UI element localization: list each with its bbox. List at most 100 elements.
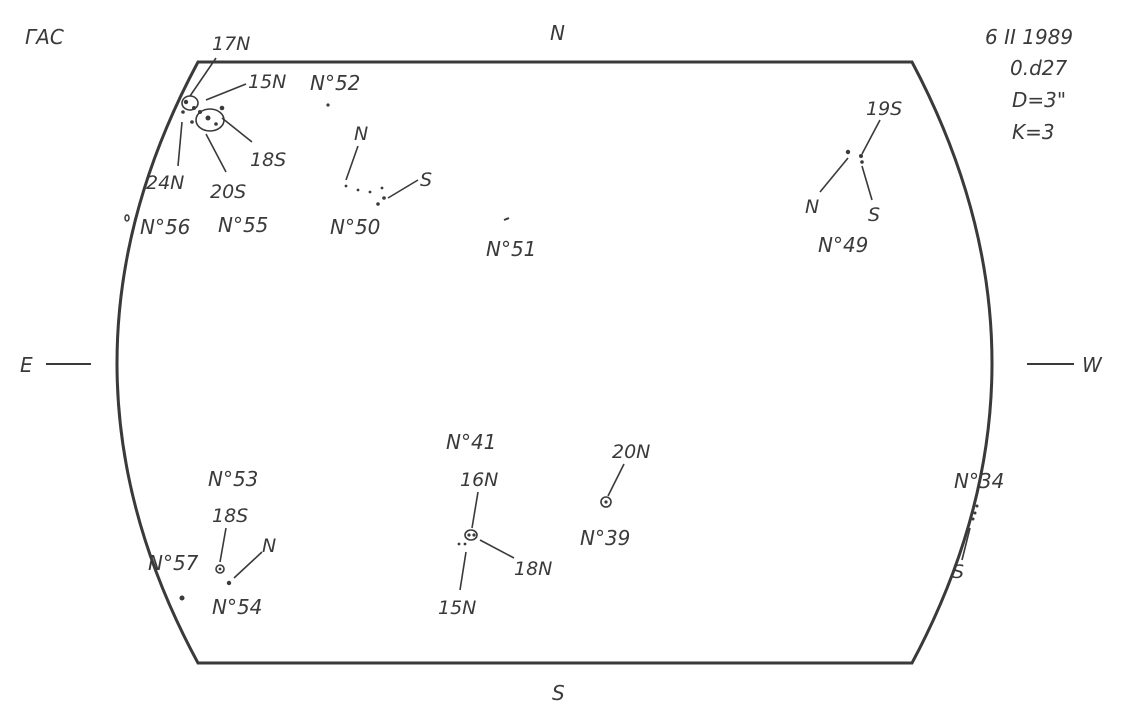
group-57-label: N°57 bbox=[148, 551, 199, 575]
spot bbox=[214, 122, 218, 126]
label-50s: S bbox=[420, 169, 432, 191]
diameter-label: D=3" bbox=[1012, 88, 1066, 112]
spot-39-core bbox=[604, 500, 608, 504]
leader-18s-top bbox=[221, 117, 253, 143]
spot bbox=[975, 504, 979, 508]
west-label: W bbox=[1082, 353, 1103, 377]
spot-53-core bbox=[218, 567, 222, 571]
group-41-label: N°41 bbox=[446, 430, 496, 454]
group-39-marks bbox=[600, 463, 625, 508]
spot-57 bbox=[179, 595, 185, 601]
group-50-dots bbox=[344, 184, 386, 206]
spot bbox=[376, 202, 380, 206]
south-label: S bbox=[552, 681, 565, 705]
spot-51 bbox=[503, 217, 510, 221]
spot bbox=[356, 188, 360, 192]
cluster-top-left bbox=[177, 57, 253, 173]
label-20s: 20S bbox=[210, 181, 246, 203]
spot bbox=[973, 511, 977, 515]
leader-49s bbox=[861, 165, 873, 201]
spot bbox=[845, 149, 851, 155]
leader-50s bbox=[387, 179, 419, 199]
group-52-label: N°52 bbox=[310, 71, 360, 95]
label-18s-top: 18S bbox=[250, 149, 286, 171]
spot bbox=[192, 106, 196, 110]
label-16n: 16N bbox=[460, 469, 498, 491]
leader-19s bbox=[861, 119, 881, 155]
leader-49n bbox=[819, 157, 849, 193]
group-55-label: N°55 bbox=[218, 213, 268, 237]
label-18n: 18N bbox=[514, 558, 552, 580]
spot-53-ring bbox=[215, 564, 225, 574]
spot bbox=[467, 533, 471, 537]
label-17n: 17N bbox=[212, 33, 250, 55]
leader-20s bbox=[205, 133, 227, 173]
leader-18s-low bbox=[219, 527, 227, 563]
label-18s-low: 18S bbox=[212, 505, 248, 527]
spot bbox=[457, 542, 461, 546]
group-56-label: N°56 bbox=[140, 215, 190, 239]
group-54-label: N°54 bbox=[212, 595, 262, 619]
group-41-dots bbox=[457, 533, 476, 546]
date-label: 6 II 1989 bbox=[985, 25, 1073, 49]
spot bbox=[971, 517, 975, 521]
spot-52 bbox=[326, 103, 330, 107]
east-label: E bbox=[20, 353, 33, 377]
group-53-label: N°53 bbox=[208, 467, 258, 491]
group-39-label: N°39 bbox=[580, 526, 630, 550]
leader-50n bbox=[345, 145, 359, 181]
north-label: N bbox=[550, 21, 565, 45]
group-41-marks bbox=[459, 491, 515, 591]
leader-16n bbox=[471, 491, 479, 529]
label-54n: N bbox=[262, 535, 276, 557]
group-49-marks bbox=[819, 119, 881, 201]
spot bbox=[183, 99, 189, 105]
spot-39-ring bbox=[600, 496, 612, 508]
spot bbox=[219, 105, 225, 111]
cluster-top-left-dots bbox=[181, 99, 225, 126]
leader-20n bbox=[607, 463, 625, 497]
group-34-label: N°34 bbox=[954, 469, 1004, 493]
spot bbox=[190, 120, 194, 124]
leader-15n-low bbox=[459, 551, 467, 591]
spot-54 bbox=[226, 580, 232, 586]
leader-18n bbox=[479, 539, 515, 559]
time-label: 0.d27 bbox=[1010, 56, 1068, 80]
spot bbox=[198, 110, 202, 114]
spot bbox=[181, 110, 185, 114]
label-19s: 19S bbox=[866, 98, 902, 120]
spot bbox=[205, 115, 211, 121]
label-49n: N bbox=[805, 196, 819, 218]
label-49s: S bbox=[868, 204, 880, 226]
leader-24n bbox=[177, 121, 183, 167]
label-24n: 24N bbox=[146, 172, 184, 194]
spot bbox=[344, 184, 348, 188]
spot bbox=[382, 196, 386, 200]
spot bbox=[380, 186, 384, 190]
group-50-label: N°50 bbox=[330, 215, 380, 239]
label-15n-low: 15N bbox=[438, 597, 476, 619]
spot bbox=[368, 190, 372, 194]
group-49-dots bbox=[845, 149, 864, 164]
observatory-label: ГАС bbox=[25, 25, 64, 49]
group-50-marks bbox=[345, 145, 419, 199]
spot-56 bbox=[124, 214, 130, 222]
spot bbox=[472, 533, 476, 537]
spot bbox=[463, 542, 467, 546]
label-20n: 20N bbox=[612, 441, 650, 463]
group-49-label: N°49 bbox=[818, 233, 868, 257]
disk-frame bbox=[115, 60, 994, 665]
label-50n: N bbox=[354, 123, 368, 145]
spot-41-ring bbox=[464, 529, 478, 541]
quality-label: K=3 bbox=[1012, 120, 1055, 144]
group-53-54-marks bbox=[215, 527, 263, 579]
label-15n-top: 15N bbox=[248, 71, 286, 93]
leader-34s bbox=[961, 527, 971, 561]
spot bbox=[859, 154, 863, 158]
leader-17n bbox=[189, 57, 217, 97]
group-51-label: N°51 bbox=[486, 237, 536, 261]
label-34s: S bbox=[952, 561, 964, 583]
leader-15n bbox=[205, 83, 247, 101]
spot bbox=[860, 160, 864, 164]
